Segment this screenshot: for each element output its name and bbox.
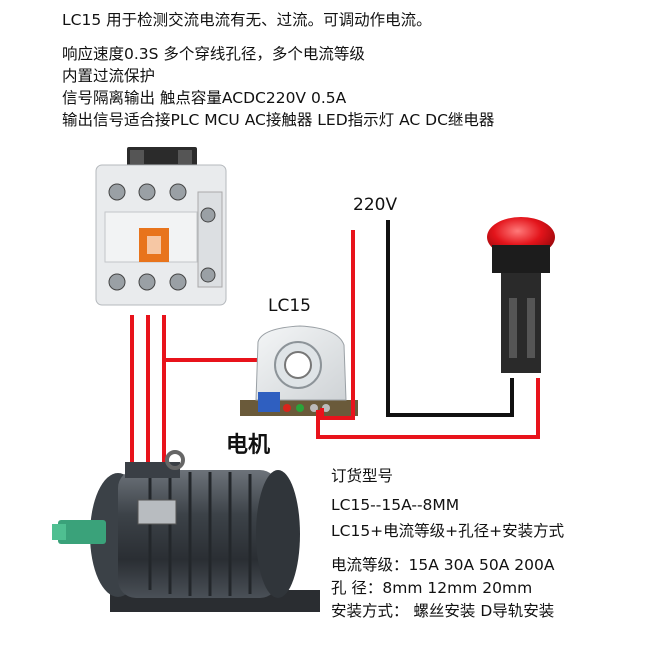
ac-contactor	[95, 147, 227, 306]
sensor-label: LC15	[268, 296, 311, 316]
order-model-example: LC15--15A--8MM	[331, 496, 460, 514]
header-line-4: 信号隔离输出 触点容量ACDC220V 0.5A	[62, 89, 347, 107]
header-line-1: LC15 用于检测交流电流有无、过流。可调动作电流。	[62, 11, 432, 29]
order-current-levels: 电流等级：15A 30A 50A 200A	[331, 556, 555, 574]
order-aperture: 孔 径：8mm 12mm 20mm	[331, 579, 533, 597]
electric-motor	[52, 450, 320, 612]
led-indicator-lamp	[487, 217, 555, 373]
header-line-5: 输出信号适合接PLC MCU AC接触器 LED指示灯 AC DC继电器	[62, 111, 495, 129]
motor-label: 电机	[226, 433, 271, 458]
header-line-3: 内置过流保护	[62, 67, 156, 85]
order-model-formula: LC15+电流等级+孔径+安装方式	[331, 522, 565, 540]
voltage-label: 220V	[353, 195, 398, 215]
order-title: 订货型号	[331, 467, 394, 485]
lc15-sensor	[240, 325, 358, 416]
header-line-2: 响应速度0.3S 多个穿线孔径，多个电流等级	[62, 45, 365, 63]
order-mounting: 安装方式： 螺丝安装 D导轨安装	[331, 602, 555, 620]
